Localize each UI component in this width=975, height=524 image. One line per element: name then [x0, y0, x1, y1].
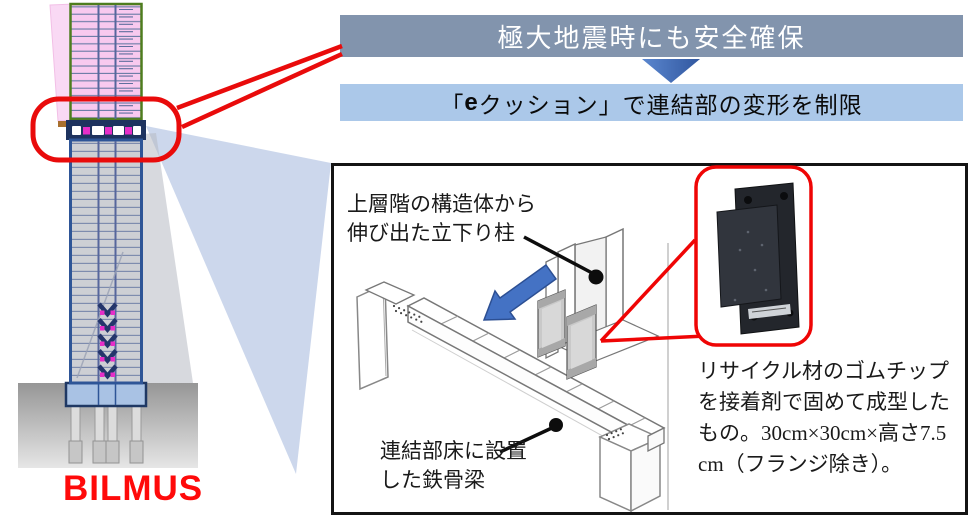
label-drop-column: 上層階の構造体から 伸び出た立下り柱 — [347, 192, 536, 245]
projection-fan — [146, 126, 331, 474]
label-steel-beam: 連結部床に設置 した鉄骨梁 — [380, 439, 527, 492]
banner-ecushion-e: e — [464, 88, 479, 116]
building-lower-tower — [69, 138, 143, 385]
bilmus-label: BILMUS — [63, 469, 204, 508]
damper-chevrons — [97, 302, 118, 380]
building-upper-tower — [69, 2, 143, 121]
lower-tower-ghost — [143, 133, 193, 383]
banner-safety-text: 極大地震時にも安全確保 — [497, 22, 806, 53]
e-cushion-band — [58, 120, 146, 140]
banner-ecushion-rest: クッション」で連結部の変形を制限 — [478, 91, 863, 118]
foundation — [18, 381, 198, 468]
red-highlight-box — [30, 43, 343, 163]
upper-tower-ghost — [49, 3, 75, 122]
banner-safety: 極大地震時にも安全確保 — [340, 15, 963, 57]
down-arrow-icon — [642, 59, 700, 83]
banner-ecushion-open: 「 — [440, 91, 465, 118]
description-text: リサイクル材のゴムチップ を接着剤で固めて成型した もの。30cm×30cm×高… — [698, 359, 950, 476]
